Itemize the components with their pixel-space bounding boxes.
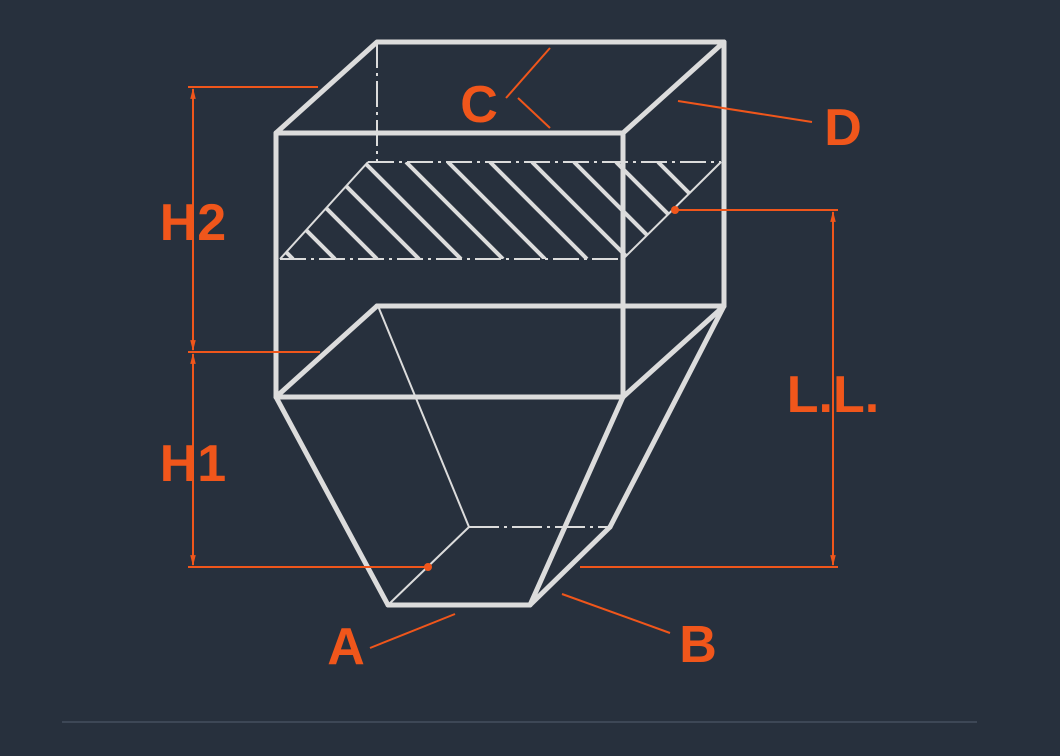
label-a: A xyxy=(327,618,365,676)
label-c: C xyxy=(460,76,498,134)
labels: H2 H1 L.L. A B C D xyxy=(160,76,879,676)
label-h1: H1 xyxy=(160,435,226,493)
label-b: B xyxy=(679,616,717,674)
leader-dots xyxy=(424,206,679,571)
dimension-lines xyxy=(188,47,838,649)
label-d: D xyxy=(824,99,862,157)
label-ll: L.L. xyxy=(787,366,879,424)
label-h2: H2 xyxy=(160,194,226,252)
top-face-edges xyxy=(273,39,727,136)
hopper-structure xyxy=(273,39,727,608)
